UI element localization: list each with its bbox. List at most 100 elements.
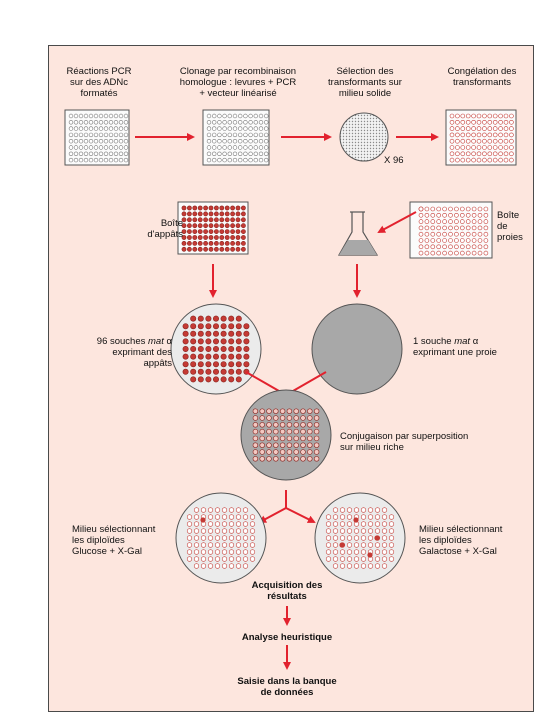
label-milieu-glucose: Milieu sélectionnant les diploïdes Gluco… bbox=[72, 524, 156, 557]
label-saisie: Saisie dans la banque de données bbox=[237, 676, 337, 698]
well bbox=[240, 211, 246, 217]
colony bbox=[360, 528, 367, 534]
well bbox=[118, 157, 124, 163]
well bbox=[224, 223, 230, 229]
well bbox=[455, 151, 460, 157]
well bbox=[219, 211, 225, 217]
colony bbox=[249, 535, 256, 541]
colony bbox=[353, 535, 360, 541]
colony bbox=[197, 353, 204, 360]
well bbox=[243, 157, 248, 163]
colony bbox=[307, 408, 313, 414]
colony bbox=[235, 330, 242, 337]
well bbox=[192, 223, 198, 229]
well bbox=[113, 145, 119, 150]
colony bbox=[353, 528, 360, 534]
colony bbox=[273, 415, 279, 421]
colony bbox=[235, 368, 242, 375]
well bbox=[240, 240, 246, 246]
colony bbox=[190, 345, 197, 352]
well bbox=[258, 120, 264, 125]
colony bbox=[279, 456, 286, 462]
label-proies: Boîte de proies bbox=[497, 210, 523, 243]
colony bbox=[332, 542, 339, 548]
dish-conjugaison bbox=[240, 389, 332, 481]
colony bbox=[293, 456, 299, 462]
colony bbox=[228, 528, 235, 534]
colony bbox=[242, 549, 249, 555]
colony bbox=[252, 422, 259, 428]
colony bbox=[313, 449, 320, 455]
well bbox=[203, 223, 208, 229]
colony bbox=[235, 542, 242, 548]
colony bbox=[197, 315, 204, 322]
well bbox=[212, 113, 217, 119]
well bbox=[418, 219, 424, 224]
colony bbox=[190, 338, 197, 345]
colony bbox=[182, 353, 189, 360]
colony bbox=[228, 507, 235, 513]
well bbox=[98, 113, 104, 119]
colony bbox=[286, 442, 293, 448]
well bbox=[88, 126, 94, 131]
well bbox=[93, 113, 99, 119]
well bbox=[73, 113, 79, 119]
well bbox=[482, 151, 487, 157]
well bbox=[471, 238, 477, 243]
well bbox=[108, 132, 114, 138]
well bbox=[442, 213, 447, 218]
well bbox=[482, 138, 487, 144]
colony bbox=[228, 345, 235, 352]
plate-pcr bbox=[64, 109, 130, 166]
colony bbox=[286, 449, 293, 455]
well bbox=[83, 151, 89, 157]
colony bbox=[273, 456, 279, 462]
well bbox=[213, 246, 219, 252]
colony bbox=[279, 435, 286, 442]
colony bbox=[339, 528, 346, 534]
well bbox=[73, 145, 79, 150]
label-analyse: Analyse heuristique bbox=[241, 632, 333, 643]
colony bbox=[346, 563, 353, 569]
well bbox=[217, 157, 222, 163]
colony bbox=[252, 408, 259, 414]
colony bbox=[207, 563, 214, 569]
colony bbox=[228, 376, 235, 383]
well bbox=[465, 206, 471, 212]
label-selection: Sélection des transformants sur milieu s… bbox=[328, 66, 402, 99]
well bbox=[238, 132, 243, 138]
well bbox=[103, 139, 109, 144]
colony bbox=[286, 456, 293, 462]
colony bbox=[279, 449, 286, 455]
well bbox=[498, 120, 503, 125]
well bbox=[103, 145, 109, 150]
well bbox=[224, 235, 230, 240]
colony bbox=[339, 521, 346, 527]
colony bbox=[214, 521, 221, 527]
well bbox=[498, 151, 503, 157]
well bbox=[235, 211, 241, 217]
colony bbox=[243, 345, 250, 352]
well bbox=[465, 157, 471, 163]
colony bbox=[293, 435, 299, 442]
well bbox=[224, 205, 230, 211]
well bbox=[465, 244, 471, 250]
well bbox=[88, 113, 94, 119]
well bbox=[192, 217, 198, 223]
well bbox=[118, 139, 124, 144]
colony bbox=[190, 323, 197, 330]
well bbox=[465, 238, 471, 243]
well bbox=[503, 145, 509, 150]
well bbox=[509, 120, 514, 125]
well bbox=[73, 126, 79, 131]
colony bbox=[197, 323, 204, 330]
well bbox=[83, 120, 89, 125]
well bbox=[181, 229, 187, 234]
well bbox=[424, 244, 430, 250]
well bbox=[78, 139, 84, 144]
colony bbox=[213, 345, 220, 352]
well bbox=[243, 132, 248, 138]
well bbox=[93, 139, 99, 144]
colony bbox=[300, 435, 306, 442]
colony bbox=[252, 435, 259, 442]
